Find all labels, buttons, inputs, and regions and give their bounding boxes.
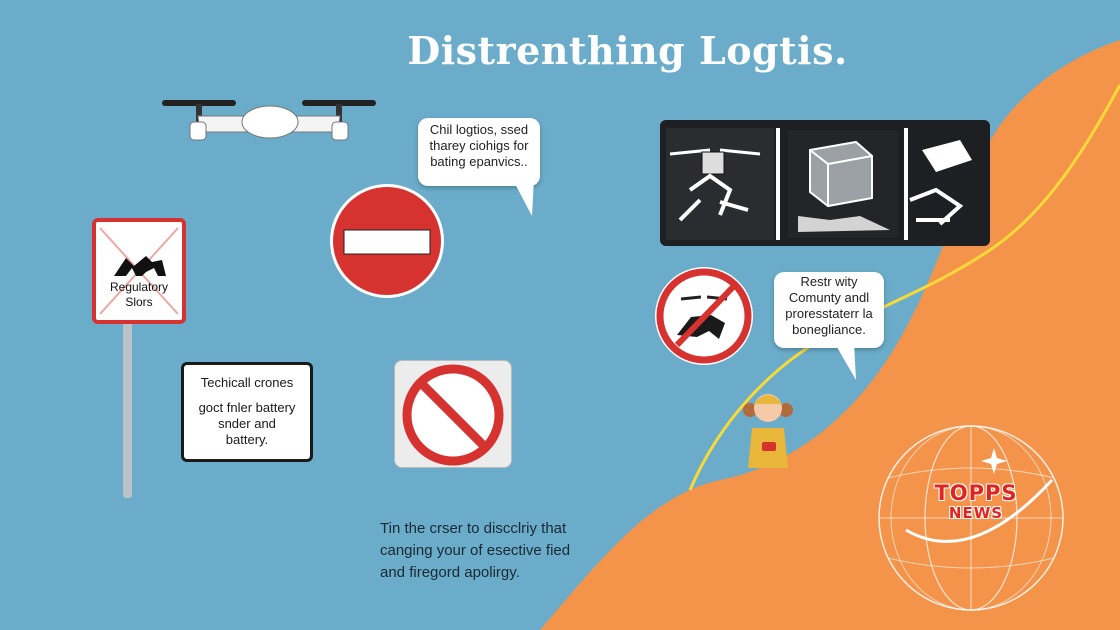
no-drone-sign-icon xyxy=(655,267,753,365)
speech-bubble-tail xyxy=(512,178,534,216)
prohibition-sign-panel xyxy=(394,360,512,468)
footnote-text: Tin the crser to discclriy that canging … xyxy=(380,518,570,584)
drone-icon xyxy=(162,100,376,141)
speech-bubble-line: bonegliance. xyxy=(792,322,866,337)
regulatory-sign-line: Regulatory xyxy=(109,280,169,294)
speech-bubble-line: tharey ciohigs for xyxy=(429,138,529,153)
technical-sign-heading: Techicall crones xyxy=(200,375,294,390)
page-title: Distrenthing Logtis. xyxy=(407,28,848,73)
animal-warning-icon xyxy=(99,227,179,315)
delivery-panel-icon xyxy=(666,128,972,240)
technical-sign-line: snder and xyxy=(218,416,276,431)
technical-sign-line: goct fnler battery xyxy=(198,400,296,415)
footnote-line: canging your of esective fied xyxy=(380,542,571,559)
regulatory-sign-line: Slors xyxy=(125,295,153,309)
topps-news-logo: TOPPS NEWS xyxy=(866,418,1076,628)
speech-bubble-top: Chil logtios, ssed tharey ciohigs for ba… xyxy=(418,118,540,186)
footnote-line: and firegord apolirgy. xyxy=(380,564,520,581)
speech-bubble-line: proresstaterr la xyxy=(785,306,873,321)
prohibition-sign-icon xyxy=(402,364,504,466)
globe-logo-icon xyxy=(878,425,1064,611)
technical-sign-line: battery. xyxy=(225,432,269,447)
yellow-curve-line xyxy=(688,84,1120,491)
technical-sign: Techicall crones goct fnler battery snde… xyxy=(181,362,313,462)
speech-bubble-tail xyxy=(834,342,856,380)
delivery-panel xyxy=(660,120,990,246)
speech-bubble-line: bating epanvics.. xyxy=(430,154,528,169)
speech-bubble-line: Restr wity xyxy=(800,274,858,289)
logo-line-topps: TOPPS xyxy=(934,481,1018,505)
speech-bubble-line: Chil logtios, ssed xyxy=(429,122,529,137)
speech-bubble-right: Restr wity Comunty andl proresstaterr la… xyxy=(774,272,884,348)
regulatory-sign: Regulatory Slors xyxy=(92,218,186,324)
sign-pole xyxy=(123,320,132,498)
logo-line-news: NEWS xyxy=(948,504,1004,522)
footnote-line: Tin the crser to discclriy that xyxy=(380,520,567,537)
speech-bubble-line: Comunty andl xyxy=(788,290,870,305)
person-icon xyxy=(743,394,793,468)
no-entry-sign-icon xyxy=(330,184,444,298)
